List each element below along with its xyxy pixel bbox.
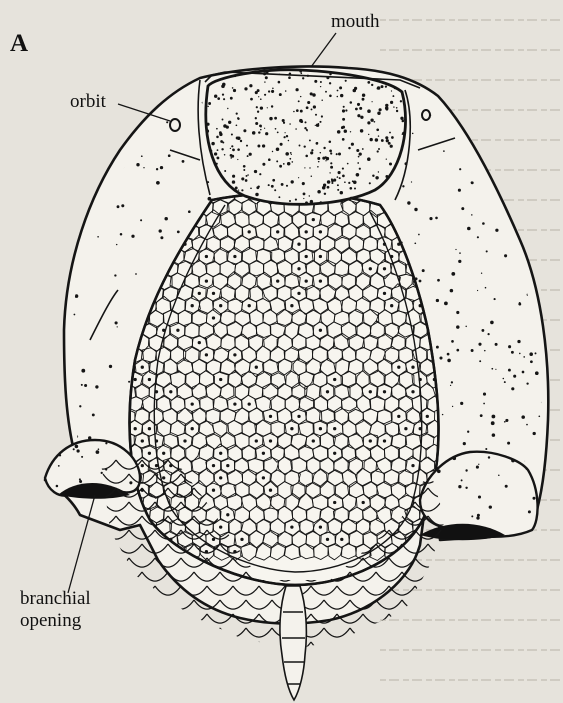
label-branchial-line1: branchial <box>20 588 91 610</box>
label-orbit: orbit <box>70 92 106 111</box>
panel-letter: A <box>10 31 28 56</box>
label-branchial-line2: opening <box>20 610 91 632</box>
mouth-leader <box>311 33 336 67</box>
median-spine <box>280 586 306 700</box>
label-branchial-opening: branchial opening <box>20 588 91 632</box>
label-mouth: mouth <box>331 12 380 31</box>
